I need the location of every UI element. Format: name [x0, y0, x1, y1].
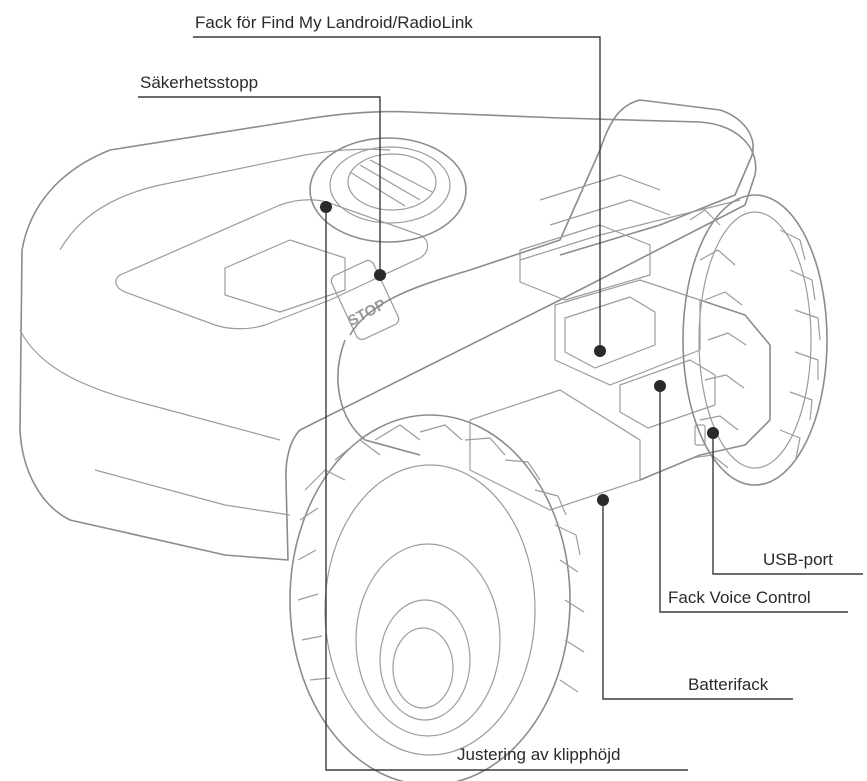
marker-find-my: [594, 345, 606, 357]
label-battery: Batterifack: [688, 675, 769, 694]
label-voice-control: Fack Voice Control: [668, 588, 811, 607]
leader-line-safety-stop: [138, 96, 381, 275]
label-find-my: Fack för Find My Landroid/RadioLink: [195, 13, 473, 32]
leader-line-cut-height: [325, 207, 688, 771]
marker-safety-stop: [374, 269, 386, 281]
leader-line-voice-control: [659, 386, 848, 613]
marker-usb: [707, 427, 719, 439]
leader-line-battery: [602, 500, 793, 700]
marker-cut-height: [320, 201, 332, 213]
stop-button-text: STOP: [345, 296, 389, 330]
label-safety-stop: Säkerhetsstopp: [140, 73, 258, 92]
leader-line-find-my: [193, 36, 601, 351]
label-cut-height: Justering av klipphöjd: [457, 745, 620, 764]
marker-battery: [597, 494, 609, 506]
marker-voice-control: [654, 380, 666, 392]
labels: Fack för Find My Landroid/RadioLink Säke…: [140, 13, 833, 764]
leader-lines: [138, 36, 863, 771]
leader-line-usb: [712, 433, 863, 575]
label-usb-port: USB-port: [763, 550, 833, 569]
